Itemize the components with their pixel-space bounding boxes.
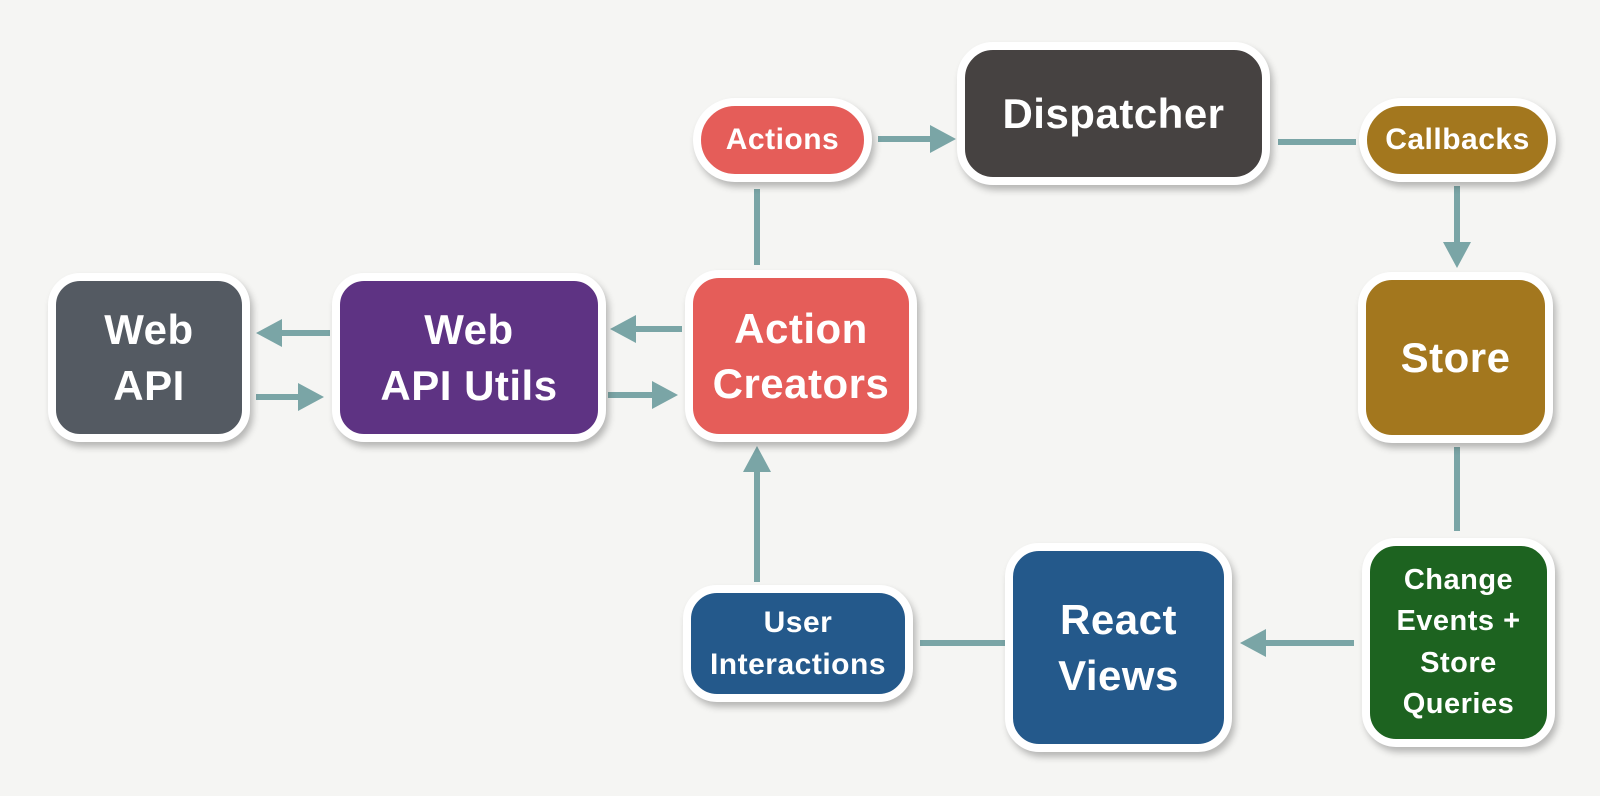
node-change-events-store-queries: Change Events + Store Queries: [1362, 538, 1555, 747]
edge-change-events-to-react-views: [1266, 640, 1354, 646]
arrowhead-change-events-to-react-views: [1240, 629, 1266, 657]
node-web-api-utils: Web API Utils: [332, 273, 606, 442]
node-react-views-label: React Views: [1058, 596, 1179, 699]
edge-react-views-to-user-interactions: [920, 640, 1006, 646]
node-action-creators: Action Creators: [685, 270, 917, 442]
arrowhead-action-creators-to-web-api-utils: [610, 315, 636, 343]
node-callbacks-label: Callbacks: [1385, 123, 1530, 157]
arrowhead-web-api-utils-to-action-creators: [652, 381, 678, 409]
node-callbacks: Callbacks: [1359, 98, 1556, 182]
arrowhead-web-api-to-web-api-utils: [298, 383, 324, 411]
node-dispatcher-label: Dispatcher: [1002, 89, 1225, 137]
arrowhead-user-interactions-to-action-creators: [743, 446, 771, 472]
edge-dispatcher-to-callbacks: [1278, 139, 1356, 145]
arrowhead-callbacks-to-store: [1443, 242, 1471, 268]
edge-action-creators-to-web-api-utils: [636, 326, 682, 332]
node-store: Store: [1358, 272, 1553, 443]
arrowhead-actions-to-dispatcher: [930, 125, 956, 153]
edge-web-api-to-web-api-utils: [256, 394, 298, 400]
node-react-views: React Views: [1005, 543, 1232, 752]
node-user-interactions: User Interactions: [683, 585, 913, 702]
node-dispatcher: Dispatcher: [957, 42, 1270, 185]
node-action-creators-label: Action Creators: [712, 304, 890, 407]
node-web-api-label: Web API: [104, 306, 194, 409]
node-actions: Actions: [693, 98, 872, 182]
edge-web-api-utils-to-action-creators: [608, 392, 652, 398]
node-web-api: Web API: [48, 273, 250, 442]
node-actions-label: Actions: [725, 123, 840, 157]
edge-web-api-utils-to-web-api: [282, 330, 330, 336]
edge-callbacks-to-store: [1454, 186, 1460, 242]
edge-user-interactions-to-action-creators: [754, 472, 760, 582]
edge-actions-to-dispatcher: [878, 136, 930, 142]
node-web-api-utils-label: Web API Utils: [380, 306, 558, 409]
edge-action-creators-to-actions: [754, 189, 760, 265]
node-user-interactions-label: User Interactions: [709, 606, 887, 681]
arrowhead-web-api-utils-to-web-api: [256, 319, 282, 347]
node-change-events-label: Change Events + Store Queries: [1396, 564, 1521, 720]
edge-store-to-change-events: [1454, 447, 1460, 531]
node-store-label: Store: [1400, 333, 1511, 381]
